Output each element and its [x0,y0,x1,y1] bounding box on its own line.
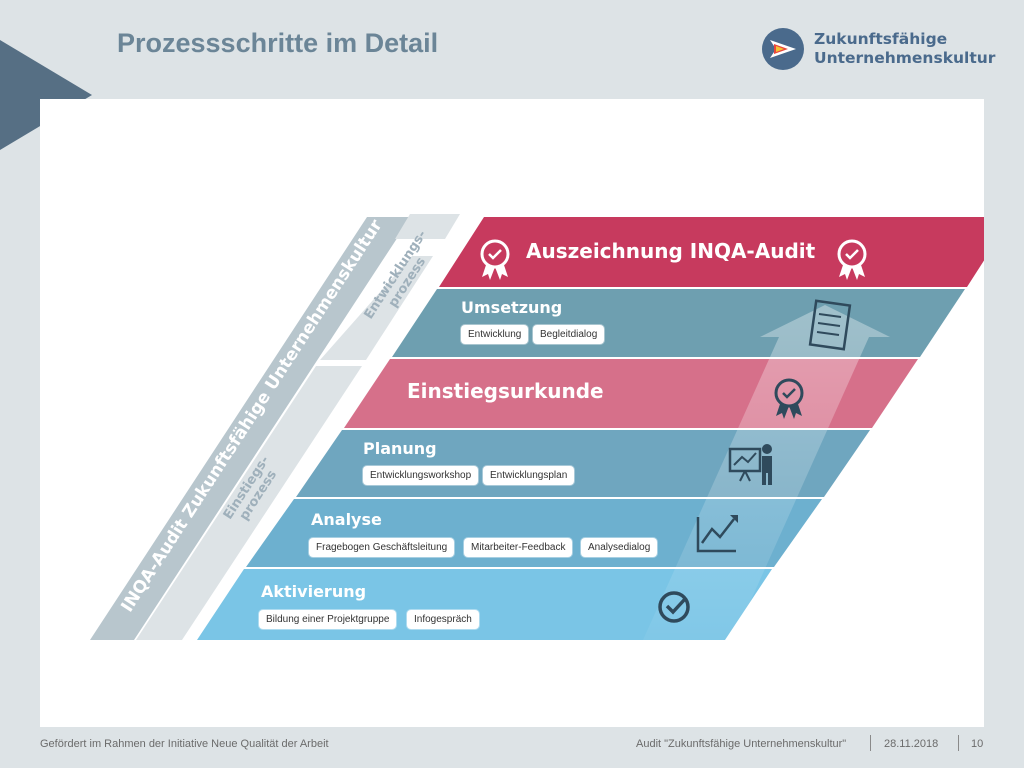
award-icon [774,378,804,419]
footer-separator [870,735,871,751]
layer-planung-title: Planung [363,439,437,458]
tag-mitarbeiter-feedback: Mitarbeiter-Feedback [464,538,573,557]
layer-umsetzung-title: Umsetzung [461,298,563,317]
growth-chart-icon [696,515,738,553]
process-diagram [90,214,984,640]
tag-fragebogen: Fragebogen Geschäftsleitung [309,538,455,557]
footer-audit-name: Audit "Zukunftsfähige Unternehmenskultur… [636,738,847,750]
brand-line-2: Unternehmenskultur [814,49,996,67]
brand-logo-icon [762,28,804,70]
award-icon [837,239,867,280]
checkmark-icon [658,591,690,623]
footer-funding-note: Gefördert im Rahmen der Initiative Neue … [40,738,329,750]
growth-arrow [628,305,890,640]
document-icon [808,299,852,351]
tag-entwicklung: Entwicklung [461,325,529,344]
tag-projektgruppe: Bildung einer Projektgruppe [259,610,397,629]
brand-name: Zukunftsfähige Unternehmenskultur [814,30,995,68]
sidebar-band-entwicklung [320,256,433,360]
content-panel: INQA-Audit Zukunftsfähige Unternehmensku… [40,99,984,727]
tag-begleitdialog: Begleitdialog [533,325,605,344]
layer-auszeichnung-title: Auszeichnung INQA-Audit [526,239,816,263]
tag-infogespraech: Infogespräch [407,610,479,629]
page-number: 10 [971,738,984,750]
tag-analysedialog: Analysedialog [581,538,658,557]
layer-einstiegsurkunde-title: Einstiegsurkunde [407,379,604,403]
presenter-icon [728,444,772,485]
sidebar-band-einstieg [136,366,362,640]
tag-entwicklungsworkshop: Entwicklungsworkshop [363,466,479,485]
sidebar-arrow-head [395,214,460,239]
brand-line-1: Zukunftsfähige [814,30,948,48]
corner-triangle [0,40,92,150]
page-title: Prozessschritte im Detail [117,28,439,58]
tag-entwicklungsplan: Entwicklungsplan [483,466,575,485]
footer-separator [958,735,959,751]
award-icon [480,239,510,280]
sidebar-band-main [90,217,411,640]
layer-analyse-title: Analyse [311,510,382,529]
layer-aktivierung-title: Aktivierung [261,582,367,601]
footer-date: 28.11.2018 [884,738,939,750]
